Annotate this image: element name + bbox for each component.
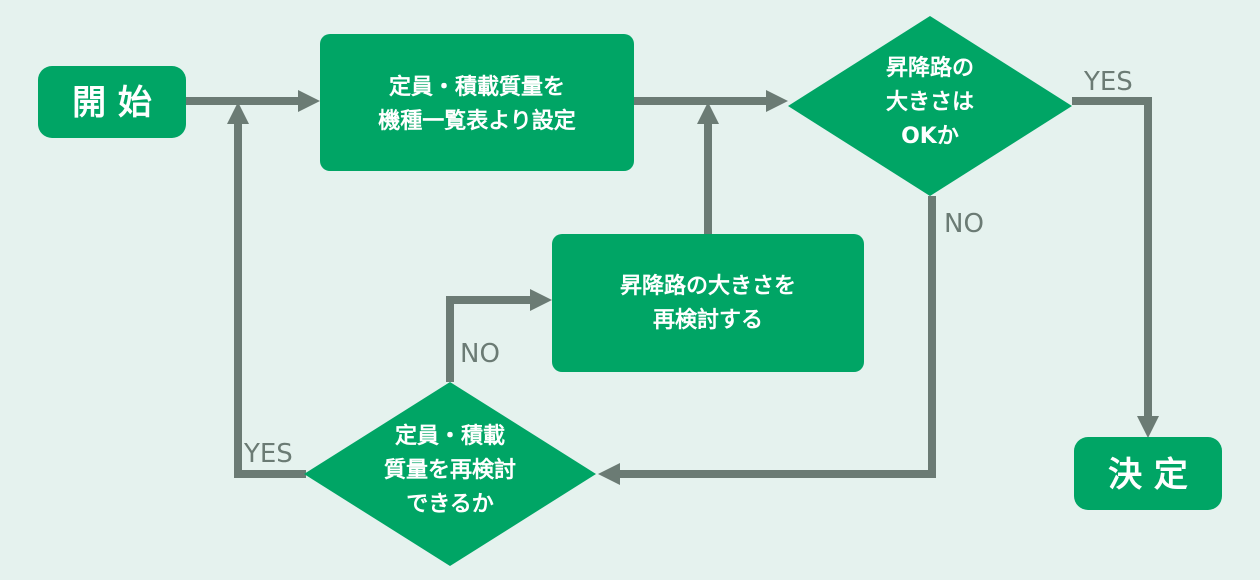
decide-label: 決 定 (1108, 455, 1188, 495)
reconsider-size-line-1: 昇降路の大きさを (620, 273, 796, 299)
arrowhead (530, 289, 552, 311)
node-set-capacity: 定員・積載質量を 機種一覧表より設定 (320, 34, 634, 171)
node-decide: 決 定 (1074, 437, 1222, 510)
arrowhead (227, 102, 249, 124)
node-size-ok-decision: 昇降路の 大きさは OKか (788, 16, 1072, 196)
decide-box (1074, 437, 1222, 510)
arrowhead (298, 90, 320, 112)
capacity-line-3: できるか (406, 492, 494, 517)
arrowhead (598, 463, 620, 485)
capacity-diamond (304, 382, 596, 566)
set-capacity-line-2: 機種一覧表より設定 (378, 108, 576, 134)
label-size-ok-no: NO (944, 209, 984, 239)
label-size-ok-yes: YES (1083, 67, 1133, 97)
node-start: 開 始 (38, 66, 186, 138)
reconsider-size-box (552, 234, 864, 372)
reconsider-size-line-2: 再検討する (653, 307, 763, 333)
label-capacity-no: NO (460, 339, 500, 369)
set-capacity-line-1: 定員・積載質量を (389, 74, 565, 100)
arrowhead (1137, 416, 1159, 438)
arrowhead (697, 102, 719, 124)
capacity-line-2: 質量を再検討 (384, 457, 516, 483)
size-ok-line-2: 大きさは (886, 90, 974, 115)
size-ok-line-3: OKか (901, 124, 959, 149)
edge-capacity-yes (234, 122, 306, 478)
start-box (38, 66, 186, 138)
capacity-line-1: 定員・積載 (395, 423, 505, 449)
set-capacity-box (320, 34, 634, 171)
node-reconsider-capacity-decision: 定員・積載 質量を再検討 できるか (304, 382, 596, 566)
connectors (186, 90, 1159, 485)
edge-capacity-no (446, 296, 532, 382)
arrowhead (766, 90, 788, 112)
node-reconsider-size: 昇降路の大きさを 再検討する (552, 234, 864, 372)
size-ok-line-1: 昇降路の (886, 55, 974, 81)
edge-size-ok-yes (1072, 97, 1152, 418)
size-ok-diamond (788, 16, 1072, 196)
edge-size-ok-no (618, 196, 936, 478)
label-capacity-yes: YES (243, 439, 293, 469)
start-label: 開 始 (72, 83, 152, 123)
